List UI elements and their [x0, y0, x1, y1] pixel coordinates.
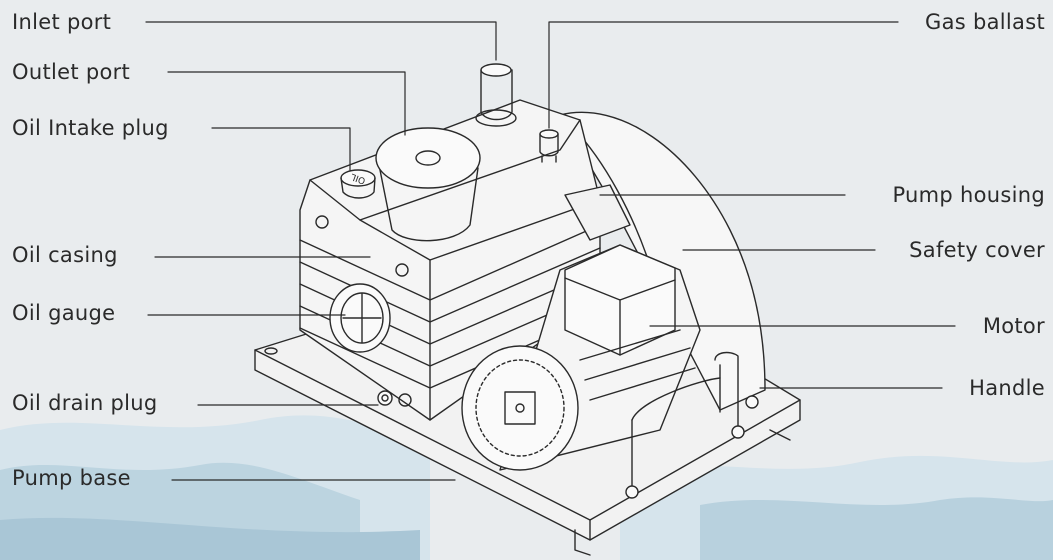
oil-cap-text: OIL — [350, 171, 367, 185]
label-pump-base: Pump base — [12, 466, 131, 490]
leader-inlet-port — [145, 21, 497, 61]
oil-gauge — [329, 283, 391, 353]
oil-intake-plug — [340, 169, 376, 199]
leader-outlet-port — [167, 71, 406, 136]
pump-housing — [564, 184, 631, 241]
label-safety-cover: Safety cover — [909, 238, 1045, 262]
label-inlet-port: Inlet port — [12, 10, 112, 34]
oil-drain-plug — [377, 390, 393, 406]
gas-ballast — [539, 129, 559, 163]
label-pump-housing: Pump housing — [892, 183, 1045, 207]
label-motor: Motor — [982, 314, 1045, 338]
handle — [625, 351, 759, 499]
label-oil-gauge: Oil gauge — [12, 301, 116, 325]
outlet-port — [375, 127, 481, 242]
label-oil-intake-plug: Oil Intake plug — [12, 116, 169, 140]
label-outlet-port: Outlet port — [12, 60, 131, 84]
inlet-port — [475, 63, 517, 127]
leader-lines — [145, 21, 956, 481]
leader-gas-ballast — [548, 21, 899, 129]
watercolor-background — [0, 415, 1053, 560]
label-oil-drain-plug: Oil drain plug — [12, 391, 158, 415]
motor — [461, 244, 701, 471]
label-handle: Handle — [969, 376, 1045, 400]
label-gas-ballast: Gas ballast — [925, 10, 1045, 34]
label-oil-casing: Oil casing — [12, 243, 118, 267]
leader-oil-intake-plug — [211, 127, 351, 171]
